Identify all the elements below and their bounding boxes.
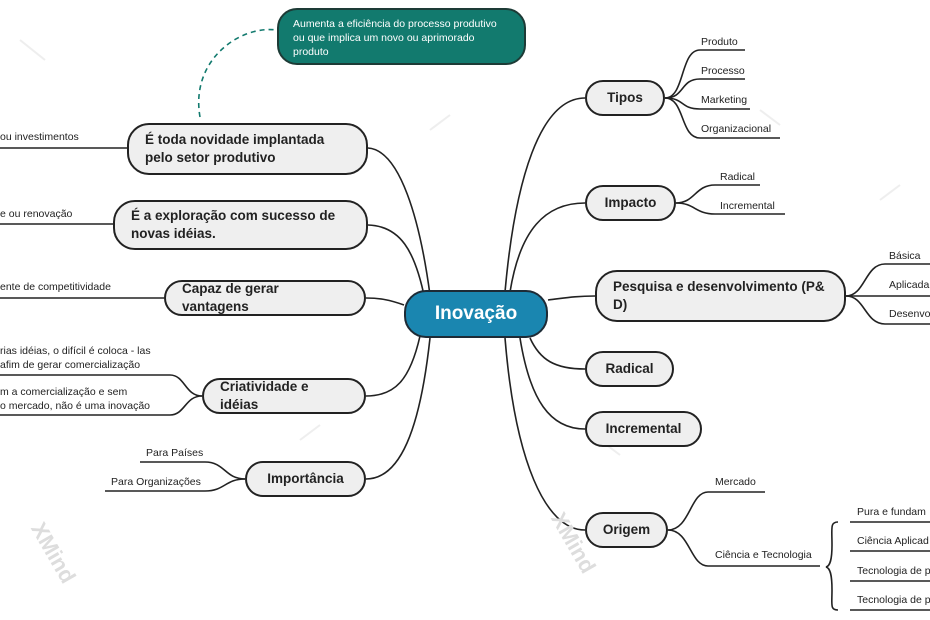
topic-incremental[interactable]: Incremental — [585, 411, 702, 447]
leaf[interactable]: Para Organizações — [111, 476, 201, 488]
central-topic[interactable]: Inovação — [404, 290, 548, 338]
leaf[interactable]: afim de gerar comercialização — [0, 359, 141, 371]
leaf[interactable]: m a comercialização e sem — [0, 386, 128, 398]
leaf[interactable]: o mercado, não é uma inovação — [0, 400, 151, 412]
leaf[interactable]: Mercado — [715, 476, 756, 488]
leaf[interactable]: Organizacional — [701, 123, 772, 135]
topic-vantagens[interactable]: Capaz de gerar vantagens — [164, 280, 366, 316]
leaf[interactable]: Incremental — [720, 200, 775, 212]
leaf[interactable]: ou investimentos — [0, 131, 79, 143]
callout-note: Aumenta a eficiência do processo produti… — [277, 8, 526, 65]
topic-impacto[interactable]: Impacto — [585, 185, 676, 221]
topic-origem[interactable]: Origem — [585, 512, 668, 548]
leaf[interactable]: Tecnologia de p — [857, 594, 930, 606]
topic-importancia[interactable]: Importância — [245, 461, 366, 497]
topic-novidade[interactable]: É toda novidade implantada pelo setor pr… — [127, 123, 368, 175]
callout-connector — [197, 28, 278, 118]
topic-pd[interactable]: Pesquisa e desenvolvimento (P& D) — [595, 270, 846, 322]
leaf[interactable]: Processo — [701, 65, 745, 77]
topic-exploracao[interactable]: É a exploração com sucesso de novas idéi… — [113, 200, 368, 250]
leaf[interactable]: Ciência e Tecnologia — [715, 549, 812, 561]
leaf[interactable]: Tecnologia de p — [857, 565, 930, 577]
leaf[interactable]: Para Países — [146, 447, 204, 459]
leaf[interactable]: Desenvo — [889, 308, 930, 320]
leaf[interactable]: Básica — [889, 250, 921, 262]
leaf[interactable]: e ou renovação — [0, 208, 73, 220]
leaf[interactable]: Aplicada — [889, 279, 930, 291]
leaf[interactable]: Produto — [701, 36, 738, 48]
leaf[interactable]: Radical — [720, 171, 756, 183]
leaf[interactable]: ente de competitividade — [0, 281, 111, 293]
topic-radical[interactable]: Radical — [585, 351, 674, 387]
topic-tipos[interactable]: Tipos — [585, 80, 665, 116]
topic-criatividade[interactable]: Criatividade e idéias — [202, 378, 366, 414]
leaf[interactable]: Marketing — [701, 94, 748, 106]
leaf[interactable]: Pura e fundam — [857, 506, 926, 518]
leaf[interactable]: Ciência Aplicad — [857, 535, 929, 547]
leaf[interactable]: rias idéias, o difícil é coloca - las — [0, 345, 151, 357]
